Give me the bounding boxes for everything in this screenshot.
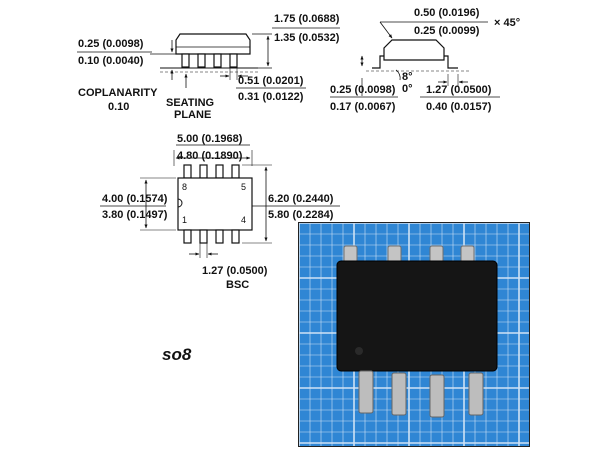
end-body [383, 39, 445, 61]
overall-width-min-dim: 5.80 (0.2284) [268, 209, 334, 221]
coplanarity-label: COPLANARITY [78, 87, 158, 99]
side-view [77, 27, 340, 89]
lead-width-max-dim: 0.51 (0.0201) [238, 75, 304, 87]
side-lead [213, 53, 222, 68]
top-body [177, 177, 253, 231]
seating-label: SEATING [166, 97, 214, 109]
pin-number-4: 4 [241, 215, 246, 225]
top-lead [199, 164, 208, 179]
lead-width-min-dim: 0.31 (0.0122) [238, 91, 304, 103]
height-max-dim: 1.75 (0.0688) [274, 13, 340, 25]
body-width-max-dim: 4.00 (0.1574) [102, 193, 168, 205]
photo-pin [468, 372, 484, 416]
chip-photo [298, 222, 530, 447]
side-lead [181, 53, 190, 68]
pitch-note: BSC [226, 279, 249, 291]
top-lead [231, 164, 240, 179]
standoff-max-dim: 0.25 (0.0098) [78, 38, 144, 50]
photo-chip-body [336, 260, 498, 372]
bottom-lead [199, 229, 208, 244]
foot-length-min-dim: 0.40 (0.0157) [426, 101, 492, 113]
coplanarity-value: 0.10 [108, 101, 129, 113]
top-lead [215, 164, 224, 179]
side-lead [229, 53, 238, 68]
photo-pin [429, 245, 444, 264]
photo-pin [391, 372, 407, 416]
photo-pin [358, 370, 374, 414]
photo-pin [343, 245, 358, 264]
height-min-dim: 1.35 (0.0532) [274, 32, 340, 44]
side-lead [197, 53, 206, 68]
photo-pin [387, 245, 402, 264]
top-lead [183, 164, 192, 179]
pin1-dot [355, 347, 363, 355]
photo-pin [460, 245, 475, 264]
length-max-dim: 5.00 (0.1968) [177, 133, 243, 145]
pin-number-1: 1 [182, 215, 187, 225]
bottom-lead [215, 229, 224, 244]
package-name: so8 [162, 345, 192, 364]
end-lead-right [444, 55, 458, 69]
overall-width-max-dim: 6.20 (0.2440) [268, 193, 334, 205]
lead-thickness-max-dim: 0.25 (0.0098) [330, 84, 396, 96]
top-view [100, 144, 340, 258]
lead-thickness-min-dim: 0.17 (0.0067) [330, 101, 396, 113]
body-width-min-dim: 3.80 (0.1497) [102, 209, 168, 221]
pin-number-5: 5 [241, 182, 246, 192]
pin-number-8: 8 [182, 182, 187, 192]
chamfer-min-dim: 0.25 (0.0099) [414, 25, 480, 37]
length-min-dim: 4.80 (0.1890) [177, 150, 243, 162]
photo-pin [429, 374, 445, 418]
foot-length-max-dim: 1.27 (0.0500) [426, 84, 492, 96]
end-view [330, 21, 500, 98]
bottom-lead [183, 229, 192, 244]
bottom-lead [231, 229, 240, 244]
side-body [175, 33, 251, 55]
chamfer-angle: × 45° [494, 17, 520, 29]
angle-max: 8° [402, 71, 413, 83]
plane-label: PLANE [174, 109, 211, 121]
standoff-min-dim: 0.10 (0.0040) [78, 55, 144, 67]
angle-min: 0° [402, 83, 413, 95]
chamfer-max-dim: 0.50 (0.0196) [414, 7, 480, 19]
pitch-dim: 1.27 (0.0500) [202, 265, 268, 277]
end-lead-left [372, 55, 384, 69]
